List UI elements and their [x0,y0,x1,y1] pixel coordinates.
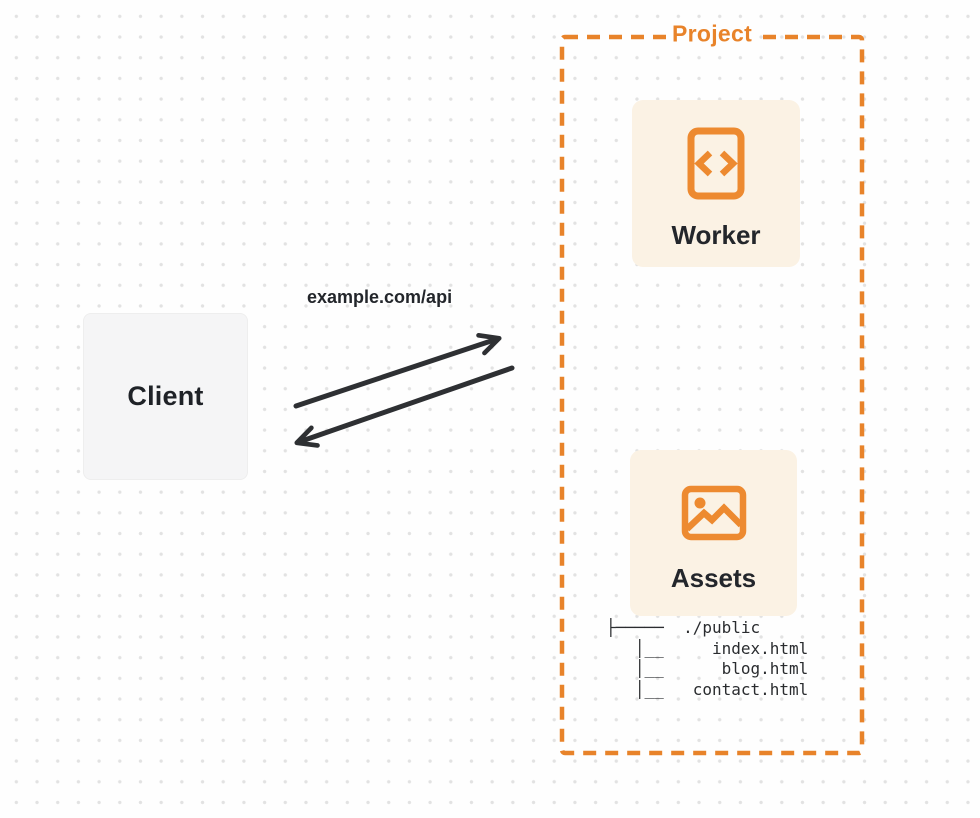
worker-node: Worker [632,100,800,267]
assets-node: Assets [630,450,797,616]
assets-file-tree: ├───── ./public │__ index.html │__ blog.… [606,618,809,699]
response-arrow [294,365,515,448]
assets-label: Assets [670,563,757,593]
image-icon [680,483,748,543]
code-icon [686,127,746,200]
client-node: Client [83,313,248,480]
request-arrow [293,332,502,409]
request-url-label: example.com/api [307,287,453,307]
worker-label: Worker [671,220,761,250]
client-label: Client [127,381,204,411]
project-label: Project [666,20,758,48]
